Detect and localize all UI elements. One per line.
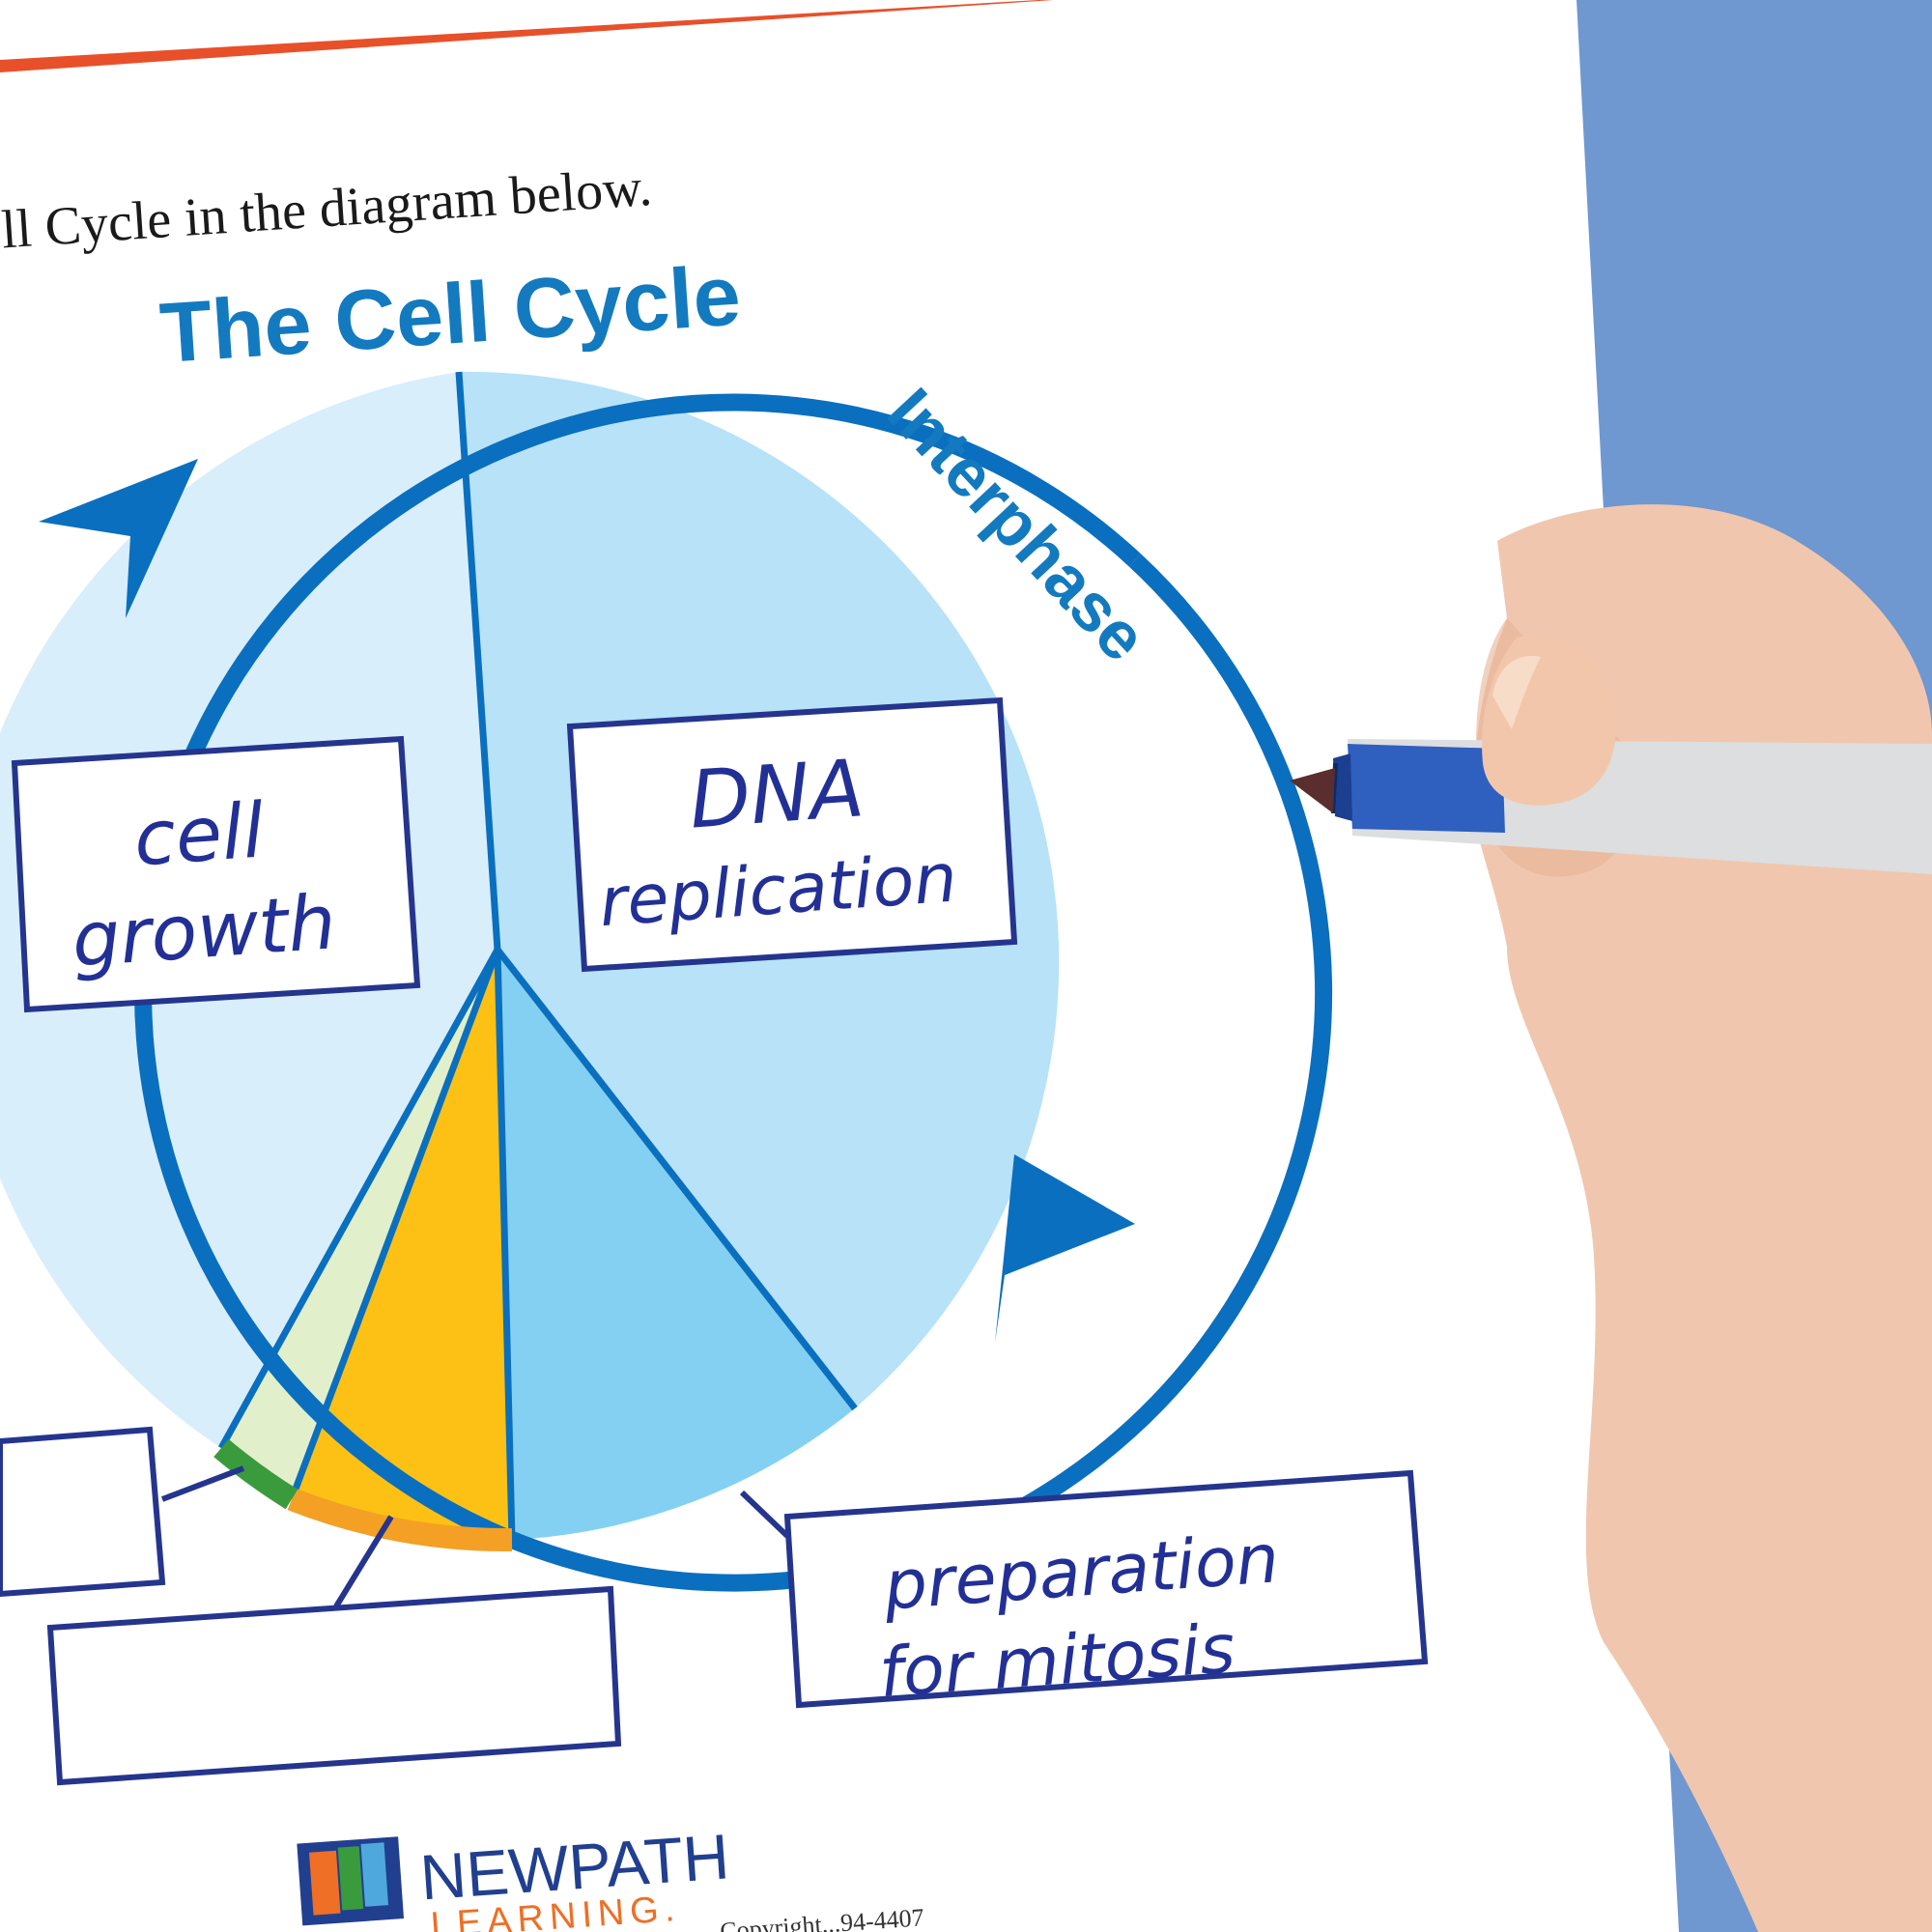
box-cell-growth-line2: growth	[70, 879, 339, 984]
g2-slice	[497, 950, 855, 1540]
box-preparation-mitosis	[783, 1469, 1429, 1709]
cytokinesis-arc	[213, 1438, 298, 1510]
label-boxes	[0, 696, 1429, 1786]
logo-book-green	[337, 1846, 364, 1911]
box-cell-growth-line1: cell	[131, 787, 267, 883]
marker-tip	[1290, 768, 1335, 813]
mitosis-arc	[287, 1488, 513, 1552]
mitosis-slice	[292, 950, 512, 1541]
logo-book-blue	[360, 1842, 388, 1907]
arrowhead-top-left	[39, 459, 198, 618]
box-blank-bottom	[46, 1585, 622, 1786]
hand-with-marker	[1290, 504, 1932, 1932]
box-blank-left	[0, 1426, 166, 1598]
logo-book-orange	[308, 1850, 341, 1916]
cycle-ring-right	[508, 554, 1332, 1592]
cytokinesis-slice	[221, 950, 497, 1499]
thumbnail	[1492, 656, 1541, 729]
orange-rule	[0, 0, 1053, 72]
box-dna-line1: DNA	[687, 743, 867, 846]
box-dna-replication	[566, 696, 1018, 973]
cycle-ring	[134, 393, 1142, 1548]
marker-collar	[1333, 753, 1352, 821]
arrowhead-right	[995, 1154, 1135, 1343]
connectors	[160, 1465, 790, 1608]
marker-grip	[1348, 744, 1505, 833]
box-cell-growth	[11, 735, 421, 1013]
